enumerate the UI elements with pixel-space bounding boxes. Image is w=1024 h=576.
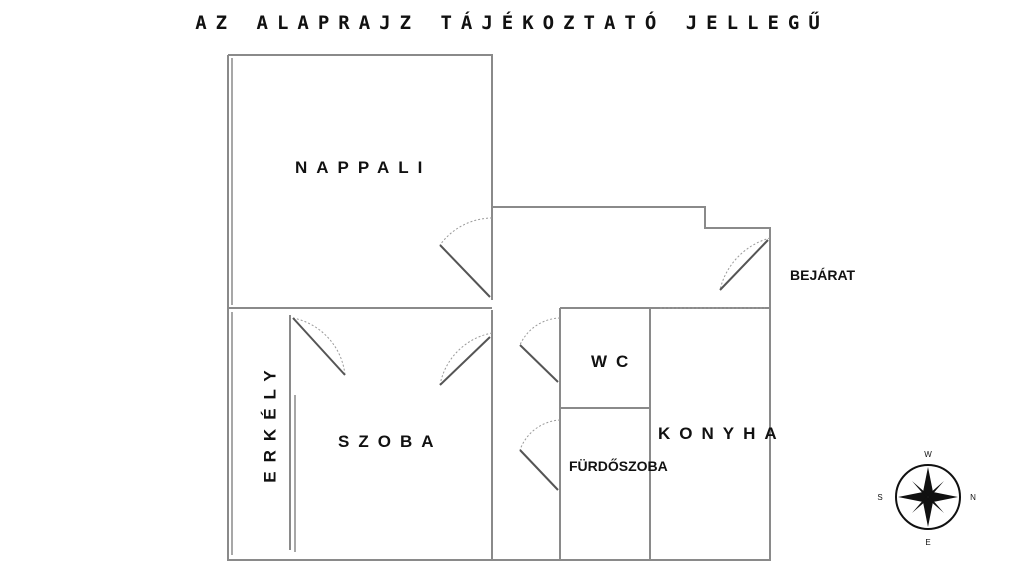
- room-label-nappali: NAPPALI: [295, 158, 432, 177]
- disclaimer-title: AZ ALAPRAJZ TÁJÉKOZTATÓ JELLEGŰ: [195, 12, 829, 34]
- compass-right-label: N: [970, 493, 976, 502]
- compass-icon: W N E S: [877, 450, 976, 547]
- room-label-furdoszoba: FÜRDŐSZOBA: [569, 458, 668, 474]
- compass-top-label: W: [924, 450, 932, 459]
- room-label-wc: WC: [591, 352, 638, 371]
- door-swing-bath: [519, 419, 561, 451]
- compass-left-label: S: [877, 493, 882, 502]
- door-leaf-wc: [519, 344, 559, 383]
- room-label-erkely: ERKÉLY: [260, 361, 280, 483]
- door-leaf-nappali: [439, 244, 491, 298]
- compass-bottom-label: E: [925, 538, 930, 547]
- door-swing-nappali: [439, 217, 493, 246]
- door-swing-szoba: [439, 332, 493, 386]
- door-leaf-entrance: [719, 239, 769, 291]
- door-leaf-erkely: [292, 317, 346, 376]
- door-swing-erkely: [292, 317, 346, 376]
- room-label-konyha: KONYHA: [658, 424, 786, 443]
- door-leaf-bath: [519, 449, 559, 491]
- room-label-szoba: SZOBA: [338, 432, 443, 451]
- door-swing-entrance: [719, 237, 771, 291]
- door-swing-wc: [519, 317, 561, 346]
- door-leaf-szoba: [439, 336, 491, 386]
- entrance-label: BEJÁRAT: [790, 267, 856, 283]
